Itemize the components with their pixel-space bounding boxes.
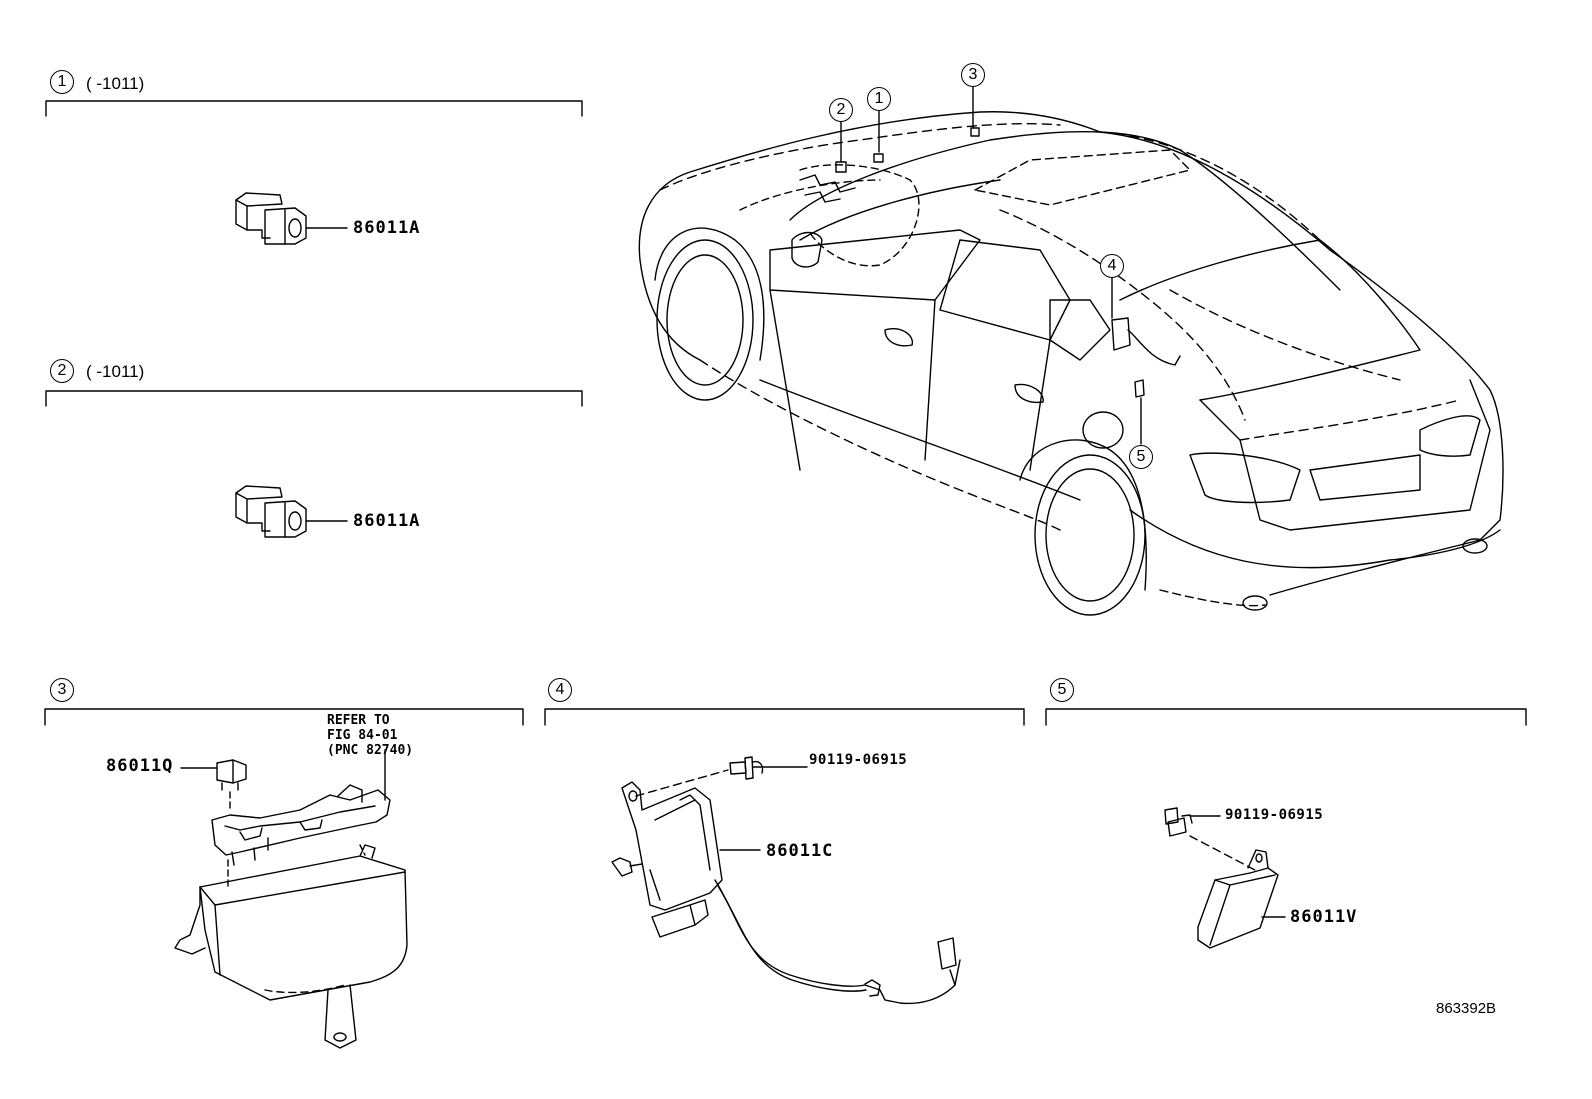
section-2-suffix: ( -1011) xyxy=(86,362,145,381)
car-callout-5[interactable]: 5 xyxy=(1129,445,1153,469)
part-label-86011c[interactable]: 86011C xyxy=(766,841,834,861)
figure-code: 863392B xyxy=(1436,1000,1497,1017)
part-label-bolt-section5[interactable]: 90119-06915 xyxy=(1225,807,1324,823)
car-callout-4[interactable]: 4 xyxy=(1100,254,1124,278)
car-callout-1[interactable]: 1 xyxy=(867,87,891,111)
section-2-number: 2 xyxy=(50,359,74,383)
section-5-number: 5 xyxy=(1050,678,1074,702)
section-5-bracket xyxy=(1045,708,1527,726)
part-label-86011q[interactable]: 86011Q xyxy=(106,756,174,776)
antenna-86011c-assembly xyxy=(611,756,961,1005)
connector-86011a-top xyxy=(235,192,348,245)
part-label-bolt-section4[interactable]: 90119-06915 xyxy=(809,752,908,768)
section-4-bracket xyxy=(544,708,1025,726)
car-callout-3[interactable]: 3 xyxy=(961,63,985,87)
part-label-86011a-1[interactable]: 86011A xyxy=(353,218,421,238)
vehicle-drawing xyxy=(638,85,1504,616)
refer-note: REFER TO FIG 84-01 (PNC 82740) xyxy=(327,713,414,758)
section-3-bracket xyxy=(44,708,524,726)
section-3-number: 3 xyxy=(50,678,74,702)
section-1-suffix: ( -1011) xyxy=(86,74,145,93)
car-callout-2[interactable]: 2 xyxy=(829,98,853,122)
relay-block-assembly xyxy=(174,749,408,1049)
part-label-86011v[interactable]: 86011V xyxy=(1290,907,1358,927)
section-4-number: 4 xyxy=(548,678,572,702)
part-label-86011a-2[interactable]: 86011A xyxy=(353,511,421,531)
section-1-bracket xyxy=(45,100,583,117)
sensor-86011v-assembly xyxy=(1164,807,1286,949)
section-1-number: 1 xyxy=(50,70,74,94)
connector-86011a-bottom xyxy=(235,485,348,538)
section-2-bracket xyxy=(45,390,583,407)
